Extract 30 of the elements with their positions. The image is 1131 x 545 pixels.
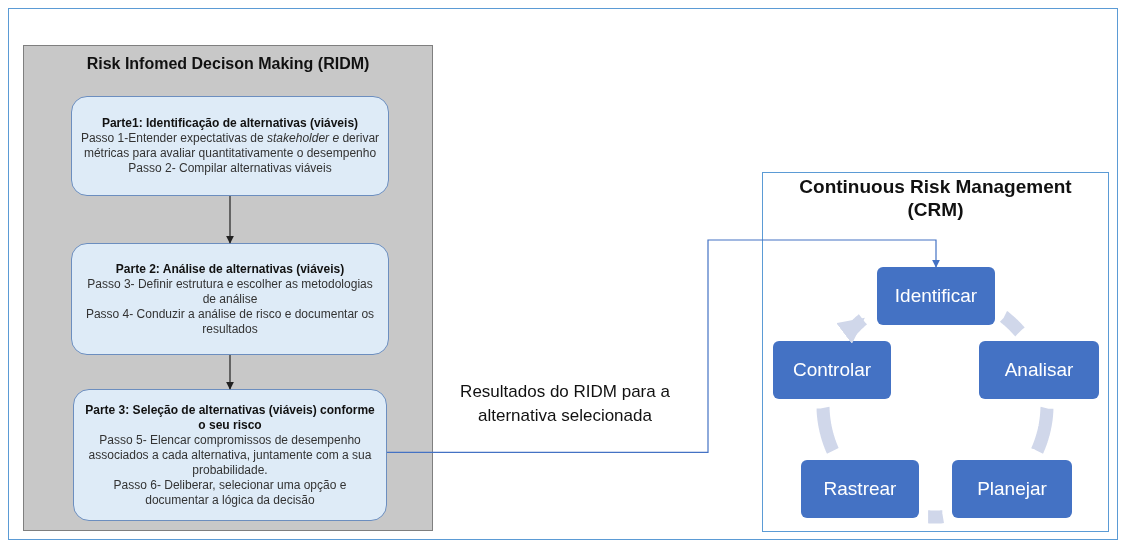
cycle-panel <box>762 172 1109 532</box>
arrow <box>386 239 940 453</box>
process-panel <box>23 45 433 531</box>
arrow <box>226 354 234 390</box>
process-box <box>71 96 389 196</box>
cycle-step-box <box>877 267 995 325</box>
step-heading: Parte1: Identificação de alternativas (viáveis) <box>101 116 359 131</box>
step-label: Planejar <box>977 478 1047 500</box>
step-text: Passo 1-Entender expectativas de stakeholder e derivar métricas para avaliar quantitativamente o desempenho <box>80 131 380 161</box>
step-text: Passo 5- Elencar compromissos de desempenho associados a cada alternativa, juntamente com a sua probabilidade. <box>87 432 373 478</box>
panel-title: Continuous Risk Management (CRM) <box>798 176 1073 222</box>
step-text: Passo 3- Definir estrutura e escolher as metodologias de análise <box>86 276 374 307</box>
step-heading: Parte 3: Seleção de alternativas (viáveis) conforme o seu risco <box>84 402 376 433</box>
cycle-step-box <box>773 341 891 399</box>
step-label: Controlar <box>792 359 872 381</box>
cycle-step-box <box>801 460 919 518</box>
panel-title: Risk Infomed Decison Making (RIDM) <box>86 54 370 74</box>
cycle-arrow-segment <box>836 313 869 344</box>
step-label: Analisar <box>1004 359 1074 381</box>
process-box <box>73 389 387 521</box>
process-box <box>71 243 389 355</box>
step-label: Identificar <box>894 285 978 307</box>
step-text: Passo 2- Compilar alternativas viáveis <box>128 161 332 176</box>
step-text: Passo 6- Deliberar, selecionar uma opção e documentar a lógica da decisão <box>112 477 348 508</box>
arrow <box>226 195 234 244</box>
step-label: Rastrear <box>823 478 897 500</box>
cycle-step-box <box>979 341 1099 399</box>
cycle-step-box <box>952 460 1072 518</box>
step-text: Passo 4- Conduzir a análise de risco e documentar os resultados <box>84 306 376 337</box>
step-heading: Parte 2: Análise de alternativas (viáveis) <box>115 261 345 277</box>
